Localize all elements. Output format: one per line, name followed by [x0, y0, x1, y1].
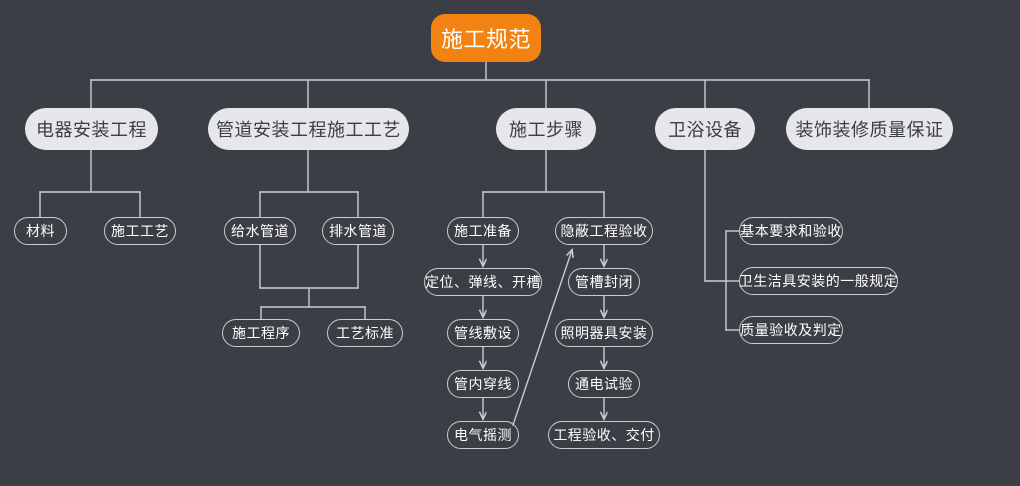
node-flow-right-5[interactable]: 工程验收、交付	[548, 421, 660, 449]
node-branch-sanitary-label: 卫浴设备	[668, 120, 742, 140]
node-flow-left-5-label: 电气摇测	[454, 427, 512, 443]
node-flow-right-4[interactable]: 通电试验	[568, 370, 640, 398]
node-branch-steps[interactable]: 施工步骤	[496, 108, 596, 150]
node-flow-right-2-label: 管槽封闭	[575, 274, 633, 290]
node-branch-piping[interactable]: 管道安装工程施工工艺	[208, 108, 409, 150]
node-flow-left-2-label: 定位、弹线、开槽	[425, 274, 541, 290]
node-basic-requirements[interactable]: 基本要求和验收	[739, 217, 843, 245]
node-branch-decoration[interactable]: 装饰装修质量保证	[786, 108, 953, 150]
node-flow-left-3[interactable]: 管线敷设	[447, 319, 519, 347]
node-craft-standard-label: 工艺标准	[336, 325, 394, 341]
node-construction-procedure-label: 施工程序	[232, 325, 290, 341]
node-branch-decoration-label: 装饰装修质量保证	[795, 120, 944, 140]
node-basic-requirements-label: 基本要求和验收	[740, 223, 842, 239]
node-branch-electrical[interactable]: 电器安装工程	[25, 108, 158, 150]
node-branch-steps-label: 施工步骤	[509, 120, 583, 140]
node-root-label: 施工规范	[440, 27, 531, 52]
node-branch-sanitary[interactable]: 卫浴设备	[655, 108, 755, 150]
node-flow-right-5-label: 工程验收、交付	[553, 427, 655, 443]
node-flow-right-1[interactable]: 隐蔽工程验收	[555, 217, 653, 245]
node-flow-right-3-label: 照明器具安装	[560, 325, 648, 341]
node-material-label: 材料	[26, 223, 55, 239]
node-flow-right-3[interactable]: 照明器具安装	[555, 319, 653, 347]
node-water-supply-pipe[interactable]: 给水管道	[224, 217, 296, 245]
node-construction-craft[interactable]: 施工工艺	[104, 217, 176, 245]
node-quality-acceptance-label: 质量验收及判定	[740, 322, 842, 338]
node-quality-acceptance[interactable]: 质量验收及判定	[739, 316, 843, 344]
node-material[interactable]: 材料	[14, 217, 67, 245]
node-flow-left-1[interactable]: 施工准备	[447, 217, 519, 245]
node-water-supply-pipe-label: 给水管道	[231, 223, 289, 239]
node-construction-craft-label: 施工工艺	[111, 223, 169, 239]
node-flow-left-3-label: 管线敷设	[454, 325, 512, 341]
node-branch-electrical-label: 电器安装工程	[36, 120, 147, 140]
node-sanitary-install-rules[interactable]: 卫生洁具安装的一般规定	[739, 267, 898, 295]
node-flow-left-4-label: 管内穿线	[454, 376, 512, 392]
node-sanitary-install-rules-label: 卫生洁具安装的一般规定	[738, 273, 899, 289]
node-construction-procedure[interactable]: 施工程序	[222, 319, 300, 347]
node-drainage-pipe-label: 排水管道	[329, 223, 387, 239]
node-flow-left-4[interactable]: 管内穿线	[447, 370, 519, 398]
node-flow-right-4-label: 通电试验	[575, 376, 633, 392]
node-flow-left-1-label: 施工准备	[454, 223, 512, 239]
node-flow-right-1-label: 隐蔽工程验收	[560, 223, 648, 239]
node-branch-piping-label: 管道安装工程施工工艺	[216, 120, 401, 140]
node-craft-standard[interactable]: 工艺标准	[327, 319, 403, 347]
node-drainage-pipe[interactable]: 排水管道	[322, 217, 394, 245]
node-flow-right-2[interactable]: 管槽封闭	[568, 268, 640, 296]
node-root[interactable]: 施工规范	[431, 14, 541, 62]
node-flow-left-5[interactable]: 电气摇测	[447, 421, 519, 449]
node-flow-left-2[interactable]: 定位、弹线、开槽	[424, 268, 542, 296]
